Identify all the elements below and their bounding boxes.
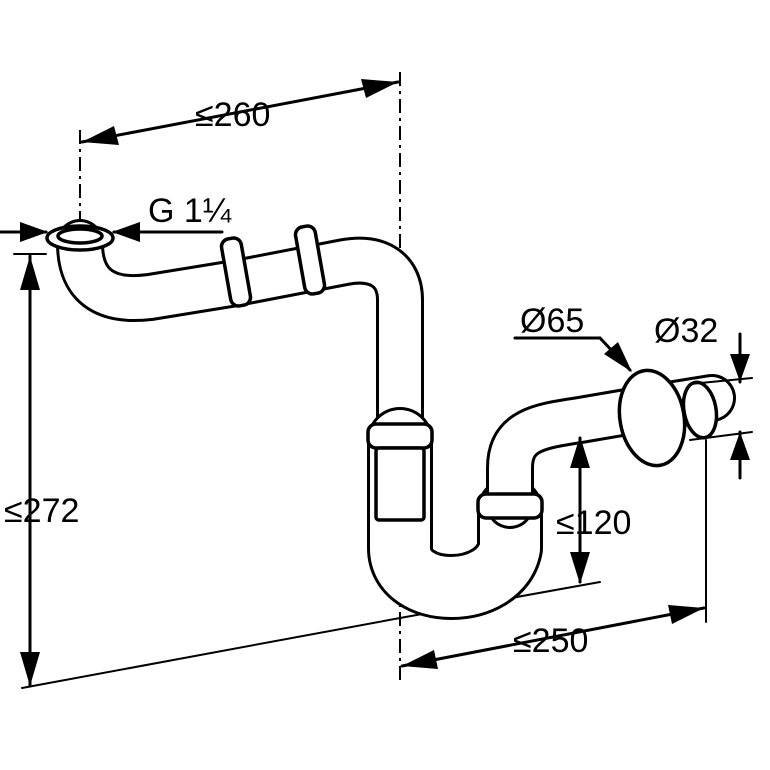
dimension-pipe-diameter: Ø32 [654, 312, 753, 480]
dimension-trap-height: ≤120 [556, 436, 631, 584]
dimension-thread: G 1¼ [0, 192, 232, 242]
dimension-outlet-diameter: Ø65 [513, 302, 632, 372]
dimension-label-top-width: ≤260 [195, 96, 270, 134]
dimension-outlet-width: ≤250 [400, 605, 706, 669]
base-extension-line [21, 617, 401, 689]
coupling-nut-2 [293, 224, 327, 296]
dimension-label-thread: G 1¼ [148, 192, 232, 230]
dimension-total-height: ≤272 [4, 253, 79, 688]
dimension-label-total-height: ≤272 [4, 492, 79, 530]
vertical-sleeve [374, 446, 426, 522]
inlet-opening [56, 227, 104, 245]
vertical-coupling-nut [366, 422, 434, 450]
dimension-label-trap-height: ≤120 [556, 504, 631, 542]
siphon-body [45, 219, 736, 620]
dimension-label-outlet-diameter: Ø65 [520, 302, 584, 340]
reference-lines [21, 72, 707, 689]
dimension-label-pipe-diameter: Ø32 [654, 312, 718, 350]
coupling-nut-1 [219, 236, 253, 308]
trap-outlet-nut [476, 492, 544, 520]
dimension-label-outlet-width: ≤250 [513, 622, 588, 660]
dimension-top-width: ≤260 [80, 79, 400, 145]
